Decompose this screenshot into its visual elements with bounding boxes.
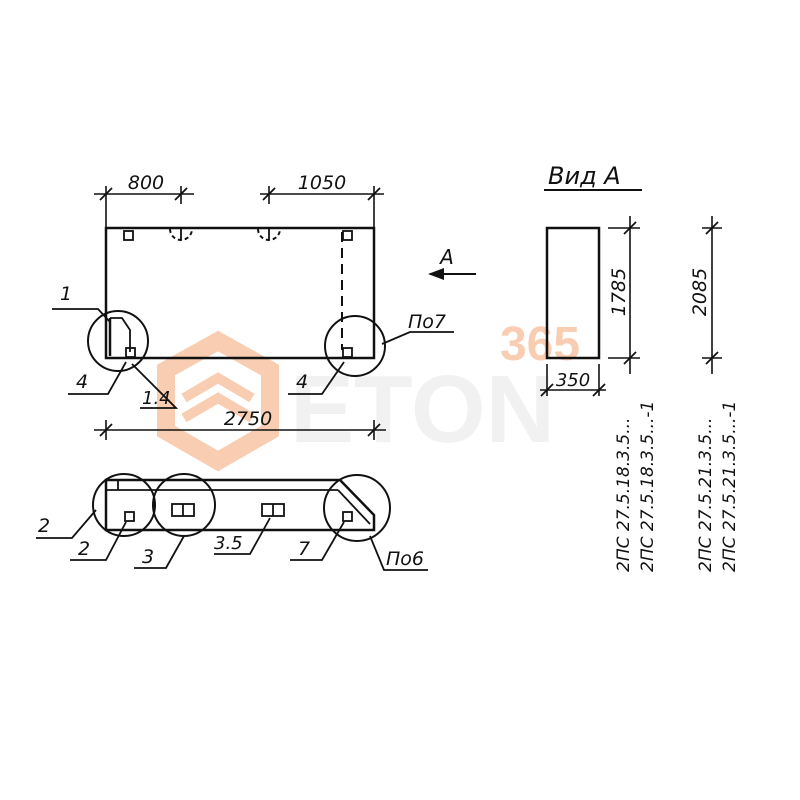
watermark-logo-mark	[157, 330, 279, 472]
leader-item-2-inner	[70, 521, 127, 561]
embedded-part-left	[110, 317, 131, 352]
dim-total-length: 2750	[224, 408, 272, 430]
view-a-section	[545, 226, 601, 360]
loop-socket-bottom-right	[342, 347, 353, 358]
front-view-outline	[104, 226, 376, 360]
detail-circle-plan-right	[323, 474, 391, 542]
label-item-4-left: 4	[76, 371, 88, 393]
detail-circle-plan-left	[92, 473, 156, 537]
leader-item-1	[52, 308, 111, 323]
watermark-logo: 365 ETON	[157, 318, 580, 472]
leader-item-1-4	[131, 363, 179, 409]
label-item-3: 3	[142, 546, 154, 568]
view-direction-label: A	[438, 245, 454, 269]
label-item-2-outer: 2	[38, 515, 50, 537]
mark-tall-b: 2ПС 27.5.21.3.5...-1	[720, 401, 740, 572]
embedded-square-right	[342, 511, 353, 522]
dim-left-span: 800	[128, 172, 164, 194]
view-a: Вид А 350 1785 2085 2ПС 27.5.18.3.5... 2…	[540, 162, 740, 572]
dim-height-tall: 2085	[689, 268, 711, 316]
label-item-1-4: 1.4	[142, 388, 171, 409]
mark-short-a: 2ПС 27.5.18.3.5...	[614, 418, 634, 572]
leader-item-4-right	[288, 361, 345, 395]
detail-circle-left	[87, 310, 149, 372]
embedded-square-left	[124, 511, 135, 522]
label-per6: По6	[386, 548, 424, 570]
plan-view: 2 2 3 3.5 7 По6	[36, 473, 428, 571]
label-item-4-right: 4	[296, 371, 308, 393]
leader-item-2-outer	[36, 509, 97, 539]
leader-per6	[369, 535, 428, 571]
dim-right-span: 1050	[298, 172, 346, 194]
leader-per7	[381, 331, 454, 345]
watermark-digits: 365	[500, 318, 580, 371]
leader-item-4-left	[68, 361, 127, 395]
plan-view-outline	[104, 478, 376, 532]
watermark-word: ETON	[290, 356, 555, 463]
leader-item-3-5	[214, 517, 271, 555]
label-per7: По7	[408, 311, 446, 333]
front-dimensions: 800 1050 2750	[94, 172, 386, 440]
label-item-2-inner: 2	[78, 538, 90, 560]
loop-socket-bottom-left	[125, 347, 136, 358]
leader-item-7	[290, 521, 345, 561]
front-view: 1 4 1.4 4 По7	[52, 226, 454, 409]
mark-tall-a: 2ПС 27.5.21.3.5...	[696, 418, 716, 572]
detail-circle-right	[324, 315, 386, 377]
dim-height-short: 1785	[608, 268, 630, 316]
view-a-title: Вид А	[548, 162, 621, 190]
label-item-1: 1	[60, 283, 72, 305]
view-arrow-a: A	[428, 245, 476, 280]
leader-item-3	[134, 535, 185, 569]
label-item-3-5: 3.5	[214, 533, 243, 554]
detail-circle-plan-center	[152, 473, 216, 537]
loop-socket-top-left	[123, 230, 134, 241]
dim-thickness: 350	[556, 370, 590, 391]
loop-socket-top-right	[342, 230, 353, 241]
label-item-7: 7	[298, 538, 310, 560]
mark-short-b: 2ПС 27.5.18.3.5...-1	[638, 401, 658, 572]
